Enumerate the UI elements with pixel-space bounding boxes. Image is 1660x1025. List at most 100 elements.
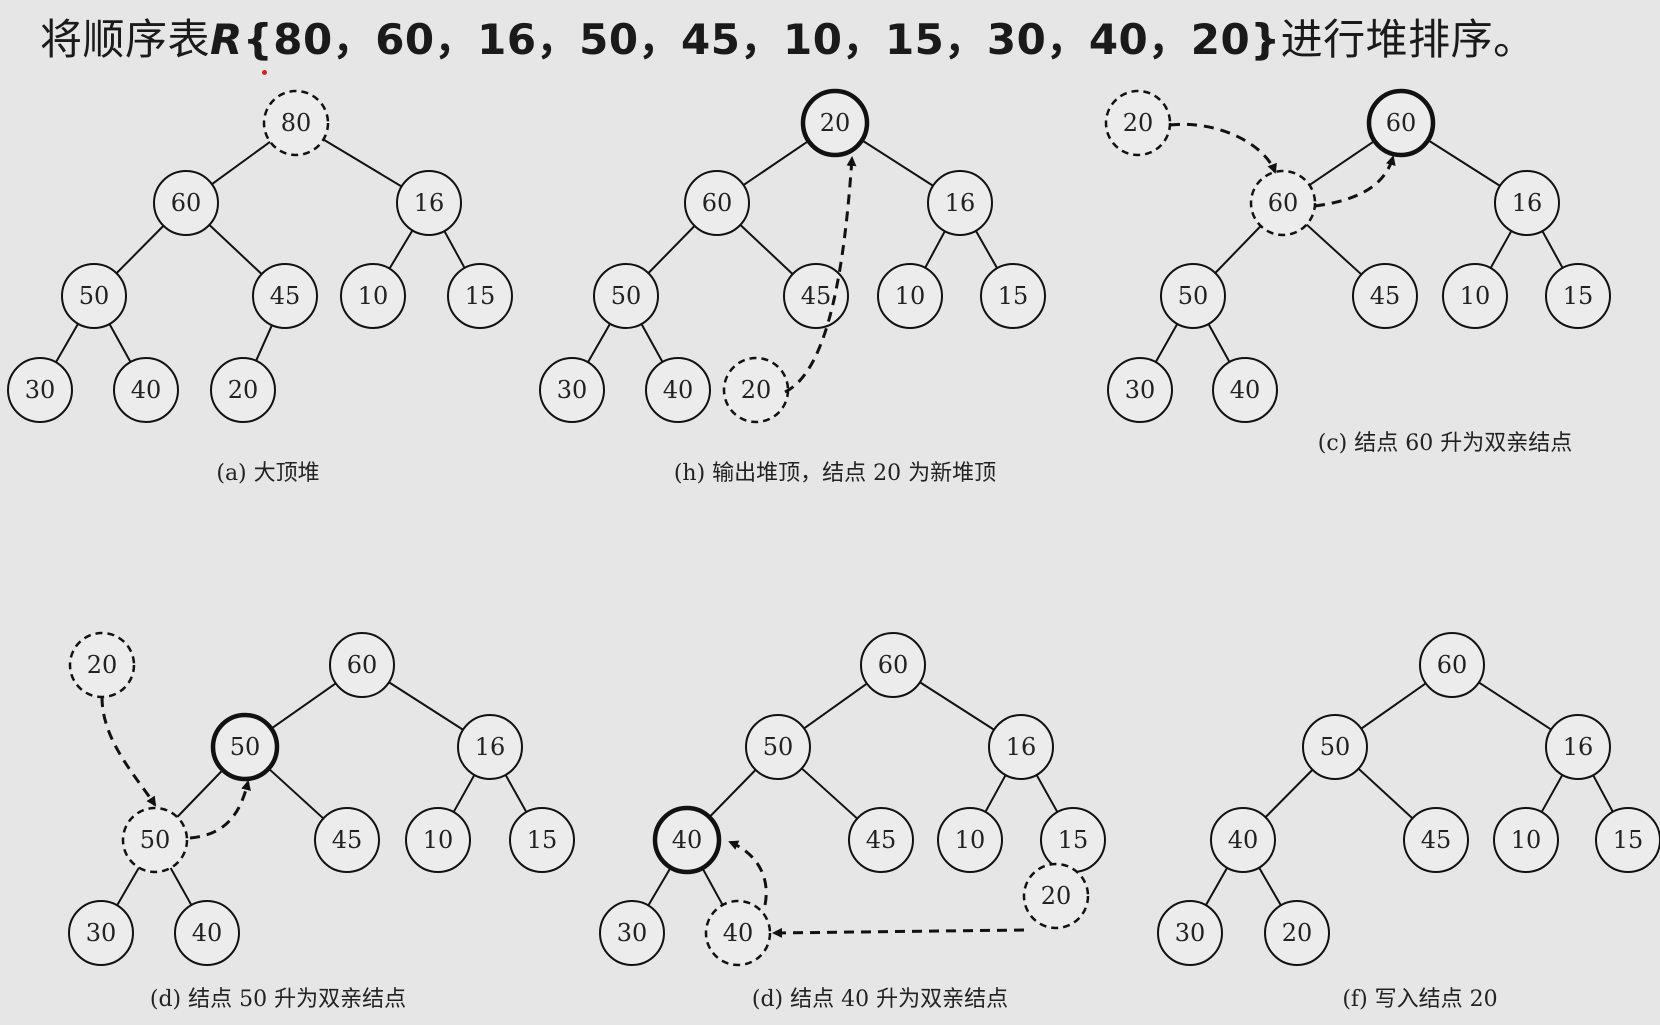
node-label: 16: [1006, 733, 1037, 761]
node-circle: [457, 714, 523, 780]
node-label: 60: [347, 651, 378, 679]
move-arrow: [189, 780, 251, 840]
node-label: 16: [414, 189, 445, 217]
panel-caption: (d) 结点 40 升为双亲结点: [752, 987, 1008, 1012]
node-label: 60: [1386, 109, 1417, 137]
node-label: 50: [230, 733, 261, 761]
node-circle: [1403, 807, 1469, 873]
node-label: 20: [228, 376, 259, 404]
node-circle: [988, 714, 1054, 780]
heap-node: 60: [1419, 632, 1485, 698]
node-circle: [61, 263, 127, 329]
node-label: 40: [1230, 376, 1261, 404]
node-label: 80: [281, 109, 312, 137]
heap-node: 60: [153, 170, 219, 236]
tree-edge: [208, 224, 263, 275]
node-circle: [745, 714, 811, 780]
node-label: 30: [557, 376, 588, 404]
node-label: 10: [955, 826, 986, 854]
title-variable: R: [210, 15, 243, 64]
tree-edge: [452, 774, 476, 813]
node-circle: [329, 632, 395, 698]
node-circle: [652, 805, 722, 875]
node-circle: [1545, 263, 1611, 329]
heap-node: 10: [937, 807, 1003, 873]
tree-edge: [1360, 682, 1427, 730]
tree-edge: [169, 867, 193, 906]
tree-edge: [116, 867, 140, 906]
heap-node: 15: [447, 263, 513, 329]
heap-node: 16: [927, 170, 993, 236]
heap-node: 60: [329, 632, 395, 698]
heap-node: 15: [1545, 263, 1611, 329]
node-label: 20: [820, 109, 851, 137]
heap-node: 45: [1352, 263, 1418, 329]
tree-edge: [1305, 223, 1363, 276]
node-label: 45: [866, 826, 897, 854]
heap-node: 60: [1366, 88, 1436, 158]
node-circle: [174, 900, 240, 966]
tree-edge: [861, 139, 934, 187]
node-label: 40: [672, 826, 703, 854]
tree-edge: [801, 767, 858, 820]
tree-edge: [1207, 323, 1231, 363]
tree-edge: [1541, 230, 1564, 269]
node-circle: [1157, 900, 1223, 966]
node-label: 40: [663, 376, 694, 404]
node-circle: [599, 900, 665, 966]
move-arrow: [784, 156, 857, 394]
node-label: 40: [723, 919, 754, 947]
node-label: 60: [1268, 189, 1299, 217]
heap-node: 40: [1212, 357, 1278, 423]
node-label: 50: [79, 282, 110, 310]
tree-edge: [176, 769, 224, 818]
tree-edge: [1427, 139, 1501, 187]
tree-edge: [1258, 867, 1282, 906]
tree-edge: [1308, 140, 1376, 186]
node-circle: [539, 357, 605, 423]
node-circle: [1352, 263, 1418, 329]
node-circle: [210, 357, 276, 423]
node-circle: [593, 263, 659, 329]
heap-node: 20: [722, 356, 790, 424]
node-circle: [210, 712, 280, 782]
page-title: 将顺序表R{80，60，16，50，45，10，15，30，40，20}进行堆排…: [40, 6, 1536, 67]
tree-edge: [322, 138, 403, 188]
node-label: 10: [1511, 826, 1542, 854]
node-label: 30: [86, 919, 117, 947]
node-circle: [1302, 714, 1368, 780]
node-label: 50: [1320, 733, 1351, 761]
heap-node: 30: [1107, 357, 1173, 423]
heap-node: 50: [1302, 714, 1368, 780]
heap-node: 45: [848, 807, 914, 873]
heap-node: 10: [1442, 263, 1508, 329]
heap-node: 15: [509, 807, 575, 873]
heap-node: 80: [262, 89, 330, 157]
node-label: 30: [1125, 376, 1156, 404]
node-circle: [396, 170, 462, 236]
heap-node: 16: [988, 714, 1054, 780]
heap-node: 50: [745, 714, 811, 780]
heap-node: 20: [68, 631, 136, 699]
heap-node: 30: [1157, 900, 1223, 966]
move-arrow: [1169, 122, 1277, 174]
node-circle: [1264, 900, 1330, 966]
node-label: 10: [895, 282, 926, 310]
heap-node: 20: [800, 88, 870, 158]
heap-node: 30: [539, 357, 605, 423]
heap-node: 45: [1403, 807, 1469, 873]
node-label: 20: [741, 376, 772, 404]
node-label: 50: [140, 826, 171, 854]
tree-edge: [742, 140, 810, 186]
heap-node: 10: [340, 263, 406, 329]
heap-node: 10: [1493, 807, 1559, 873]
node-circle: [1107, 357, 1173, 423]
heap-node: 16: [396, 170, 462, 236]
node-label: 45: [801, 282, 832, 310]
heap-node: 60: [860, 632, 926, 698]
node-circle: [153, 170, 219, 236]
panel-caption: (d) 结点 50 升为双亲结点: [150, 987, 406, 1012]
node-label: 30: [1175, 919, 1206, 947]
